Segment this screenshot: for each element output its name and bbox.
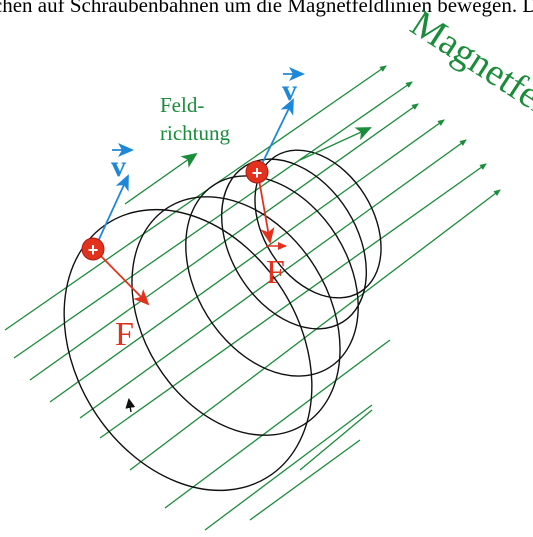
field-line bbox=[79, 139, 467, 419]
field-lines bbox=[4, 65, 501, 531]
force-label-left: F bbox=[115, 316, 134, 353]
field-line bbox=[49, 119, 445, 403]
orbit-loop bbox=[220, 158, 368, 330]
field-line bbox=[99, 163, 487, 439]
v-symbol: v bbox=[111, 150, 126, 183]
velocity-label-right: v bbox=[282, 67, 305, 107]
charge-plus-sign: + bbox=[252, 163, 263, 183]
force-vector-left bbox=[94, 249, 150, 306]
f-symbol: F bbox=[266, 254, 285, 291]
force-vector-right bbox=[257, 173, 275, 244]
velocity-vector-right bbox=[257, 98, 294, 173]
field-direction-label-line1: Feld- bbox=[160, 93, 204, 117]
field-direction-arrow bbox=[124, 152, 198, 205]
orbit-loop bbox=[185, 175, 359, 377]
velocity-label-left: v bbox=[111, 143, 134, 183]
charge-left: + bbox=[81, 237, 105, 261]
orbit-loop bbox=[131, 196, 341, 436]
charge-right: + bbox=[245, 160, 269, 184]
field-line bbox=[249, 439, 361, 521]
v-symbol: v bbox=[282, 74, 297, 107]
field-line bbox=[204, 404, 373, 531]
velocity-vector-left bbox=[94, 174, 129, 249]
orbit-loop bbox=[63, 208, 313, 492]
field-line bbox=[164, 339, 391, 509]
field-line bbox=[299, 409, 373, 471]
orbit-direction-arrow bbox=[125, 398, 136, 413]
force-label-right: F bbox=[266, 242, 287, 291]
orbit-loop bbox=[254, 149, 382, 299]
helix-orbit bbox=[63, 149, 382, 492]
charge-plus-sign: + bbox=[88, 240, 99, 260]
header-text-fragment: wo sich die Teilchen auf Schraubenbahnen… bbox=[0, 0, 533, 17]
field-line bbox=[129, 189, 501, 471]
field-direction-label-line2: richtung bbox=[160, 121, 230, 145]
magnetfeld-label: Magnetfeld bbox=[403, 2, 533, 133]
field-line bbox=[29, 103, 419, 381]
field-direction-arrow-2 bbox=[299, 127, 372, 161]
field-line bbox=[13, 81, 413, 359]
